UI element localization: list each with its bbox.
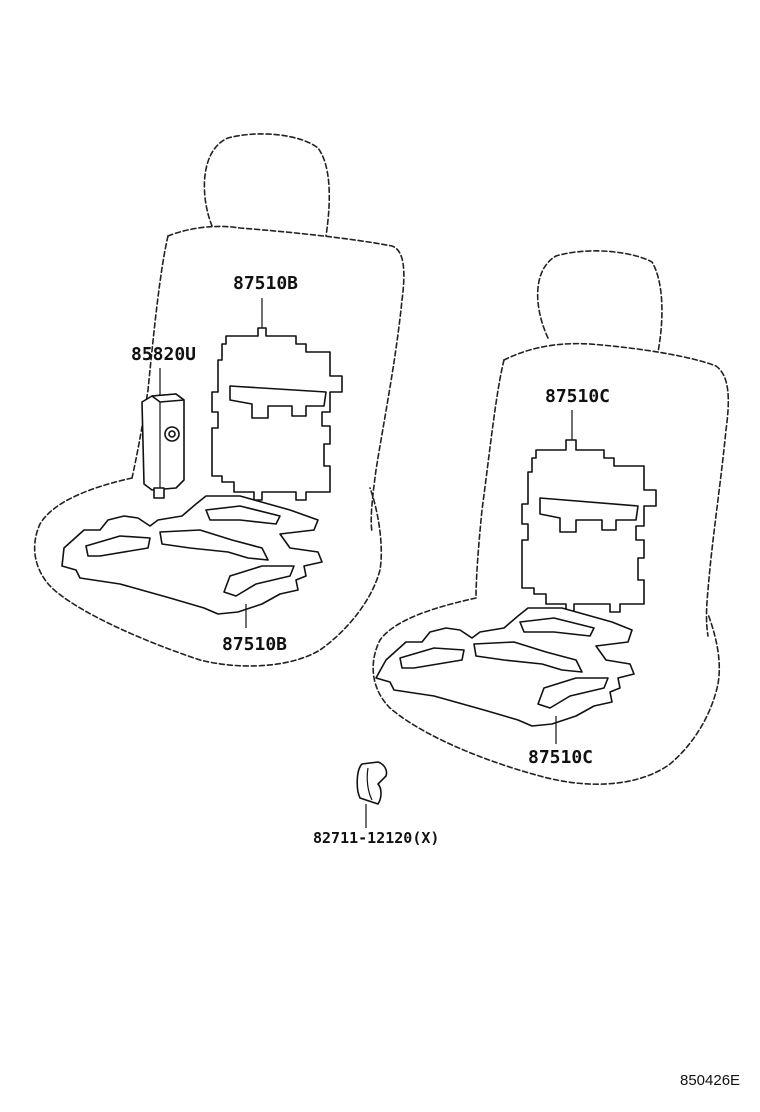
left-seat-outline	[33, 133, 405, 667]
wire-clip	[356, 761, 388, 828]
left-cushion-heater	[61, 495, 323, 628]
callout-switch: 85820U	[131, 344, 197, 365]
seat-heater-switch	[141, 368, 185, 499]
right-back-heater	[521, 410, 657, 613]
callout-right-back-heater: 87510C	[545, 386, 611, 407]
callout-left-cushion-heater: 87510B	[222, 634, 288, 655]
callout-clip: 82711-12120(X)	[313, 829, 440, 847]
figure-reference: 850426E	[680, 1072, 741, 1089]
callout-right-cushion-heater: 87510C	[528, 747, 594, 768]
right-cushion-heater	[375, 607, 635, 744]
callout-left-back-heater: 87510B	[233, 273, 299, 294]
left-back-heater	[211, 298, 343, 501]
right-seat-outline	[372, 250, 730, 785]
